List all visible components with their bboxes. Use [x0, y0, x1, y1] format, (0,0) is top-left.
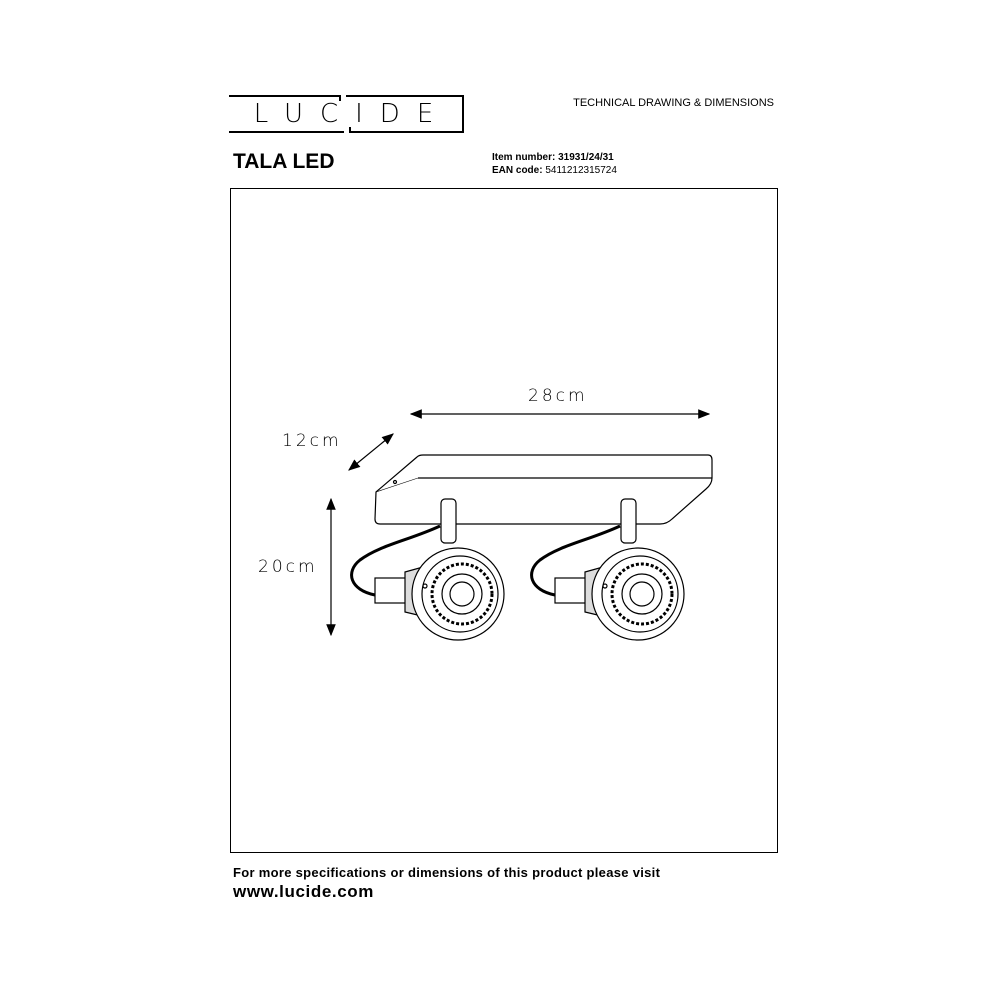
drawing-frame — [230, 188, 778, 853]
depth-label: 12cm — [282, 431, 342, 451]
mounting-plate — [374, 454, 713, 525]
spotlight-left — [350, 498, 505, 641]
item-number: 31931/24/31 — [558, 152, 614, 163]
spotlight-right — [530, 498, 685, 641]
item-number-label: Item number: — [492, 152, 556, 163]
product-name: TALA LED — [233, 150, 335, 173]
width-label: 28cm — [528, 386, 588, 406]
height-label: 20cm — [258, 557, 318, 577]
document-type: TECHNICAL DRAWING & DIMENSIONS — [573, 97, 774, 109]
ean-code: 5411212315724 — [545, 165, 617, 176]
product-meta: Item number: 31931/24/31 EAN code: 54112… — [492, 151, 617, 177]
logo: LUCIDE — [253, 99, 451, 129]
lucide-logo-frame — [229, 95, 464, 133]
depth-arrow — [348, 433, 394, 471]
ean-label: EAN code: — [492, 165, 543, 176]
footer-text: For more specifications or dimensions of… — [233, 865, 661, 880]
website-link[interactable]: www.lucide.com — [233, 882, 374, 901]
